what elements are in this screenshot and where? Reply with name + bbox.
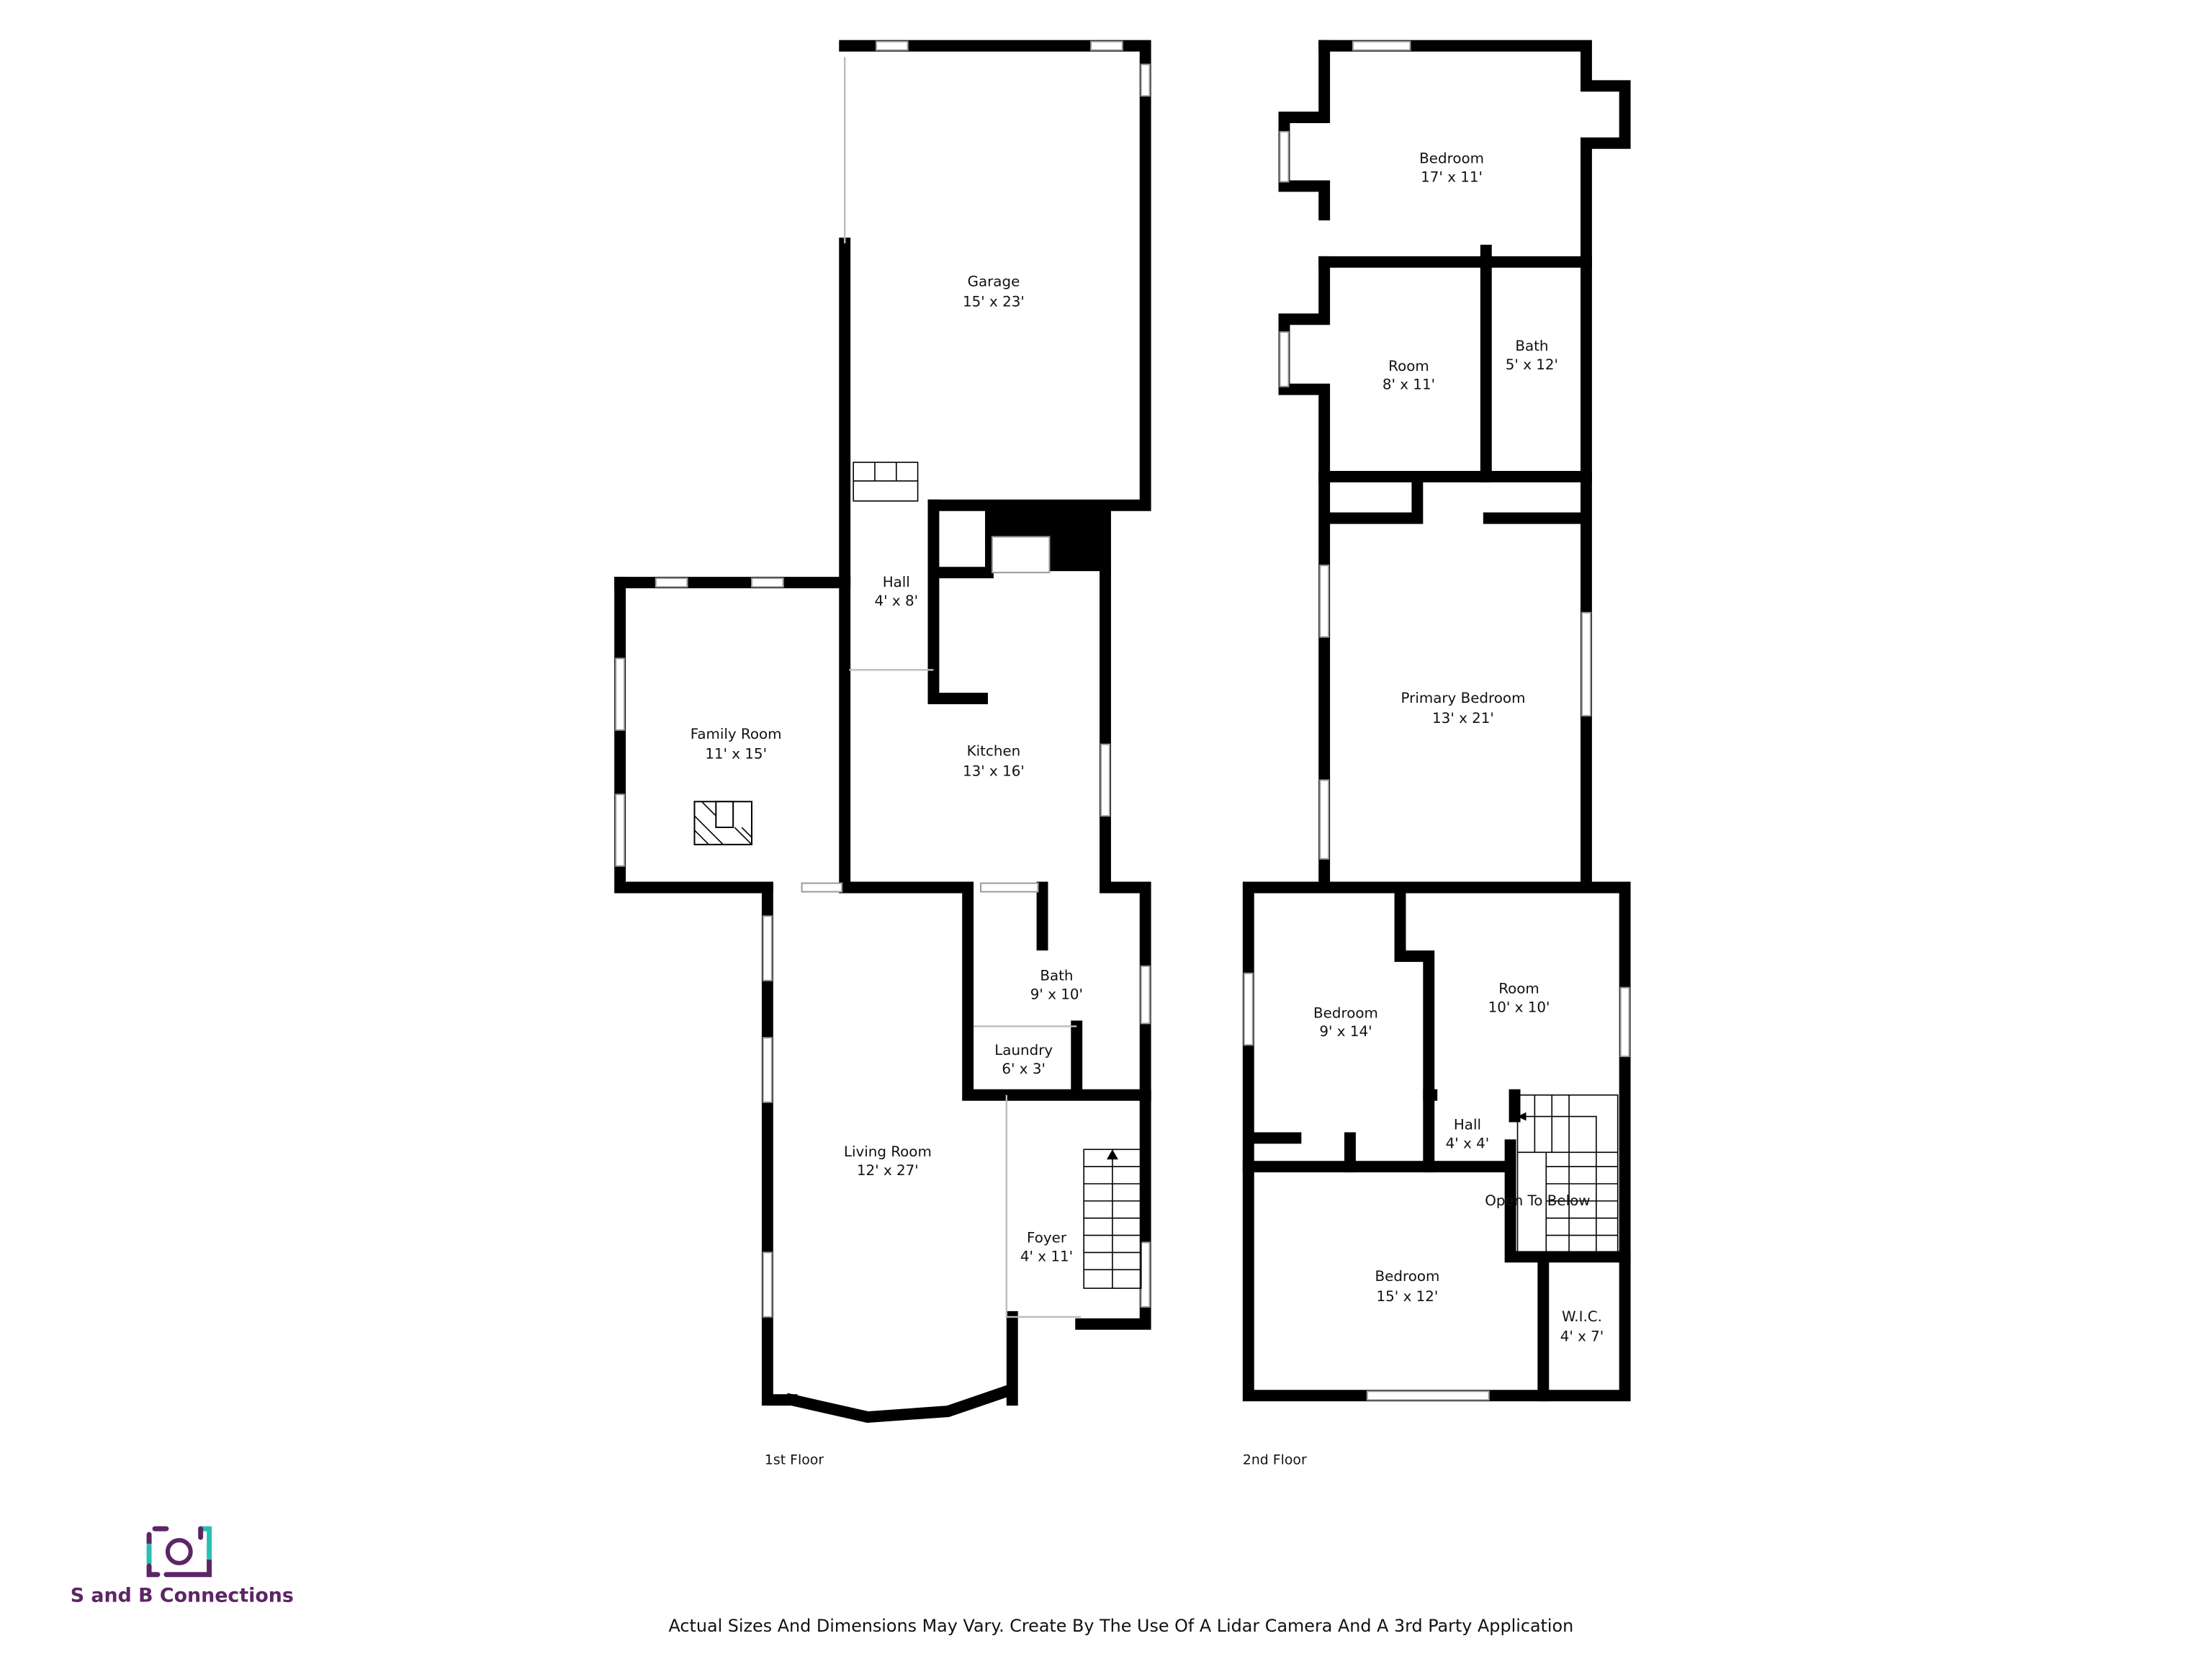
room-name: Room (1388, 358, 1429, 374)
garage-steps (853, 462, 919, 502)
room-size: 13' x 16' (963, 763, 1025, 779)
room-name: Foyer (1027, 1230, 1067, 1246)
room-name: Living Room (844, 1143, 932, 1160)
room-name: Primary Bedroom (1401, 690, 1526, 706)
room-size: 4' x 8' (874, 593, 918, 609)
room-name: Kitchen (967, 743, 1021, 760)
room-size: 4' x 11' (1020, 1248, 1073, 1264)
room-size: 4' x 4' (1446, 1135, 1490, 1151)
room-size: 10' x 10' (1488, 999, 1550, 1015)
room-name: Hall (1454, 1116, 1481, 1133)
brand-logo-icon (146, 1526, 212, 1578)
room-size: 11' x 15' (705, 746, 767, 763)
floor-label-1st: 1st Floor (765, 1452, 824, 1468)
room-size: 9' x 10' (1030, 986, 1083, 1003)
room-name: Garage (968, 274, 1020, 290)
floor-label-2nd: 2nd Floor (1243, 1452, 1307, 1468)
brand-name: S and B Connections (71, 1584, 294, 1606)
room-size: 13' x 21' (1432, 710, 1494, 727)
disclaimer-footer: Actual Sizes And Dimensions May Vary. Cr… (669, 1616, 1574, 1636)
room-size: 15' x 12' (1377, 1288, 1439, 1305)
room-name: Bedroom (1375, 1268, 1440, 1285)
room-size: 12' x 27' (857, 1162, 919, 1179)
room-name: W.I.C. (1562, 1308, 1602, 1325)
room-name: Room (1498, 981, 1539, 997)
second-floor-stairs (1516, 1094, 1619, 1254)
room-name: Bath (1040, 968, 1073, 984)
room-size: 8' x 11' (1382, 377, 1435, 393)
first-floor-windows (615, 40, 1151, 1318)
fireplace-icon (693, 801, 752, 845)
room-name: Laundry (994, 1042, 1053, 1058)
room-name: Hall (883, 574, 910, 590)
room-labels: Garage 15' x 23' Hall 4' x 8' Family Roo… (691, 150, 1604, 1345)
room-size: 15' x 23' (963, 293, 1025, 310)
room-name: Family Room (691, 726, 782, 742)
room-name: Bedroom (1313, 1004, 1378, 1021)
room-size: 9' x 14' (1319, 1023, 1372, 1040)
second-floor-walls (1242, 40, 1631, 1402)
room-name: Bedroom (1419, 150, 1484, 167)
room-size: 5' x 12' (1506, 356, 1558, 373)
room-name: Open To Below (1485, 1192, 1590, 1209)
second-floor-windows (1243, 40, 1630, 1401)
room-size: 17' x 11' (1421, 168, 1483, 185)
first-floor-walls (614, 40, 1151, 1424)
room-size: 4' x 7' (1560, 1328, 1604, 1345)
room-name: Bath (1515, 338, 1548, 354)
room-size: 6' x 3' (1002, 1061, 1046, 1077)
first-floor-stairs (1083, 1148, 1142, 1289)
